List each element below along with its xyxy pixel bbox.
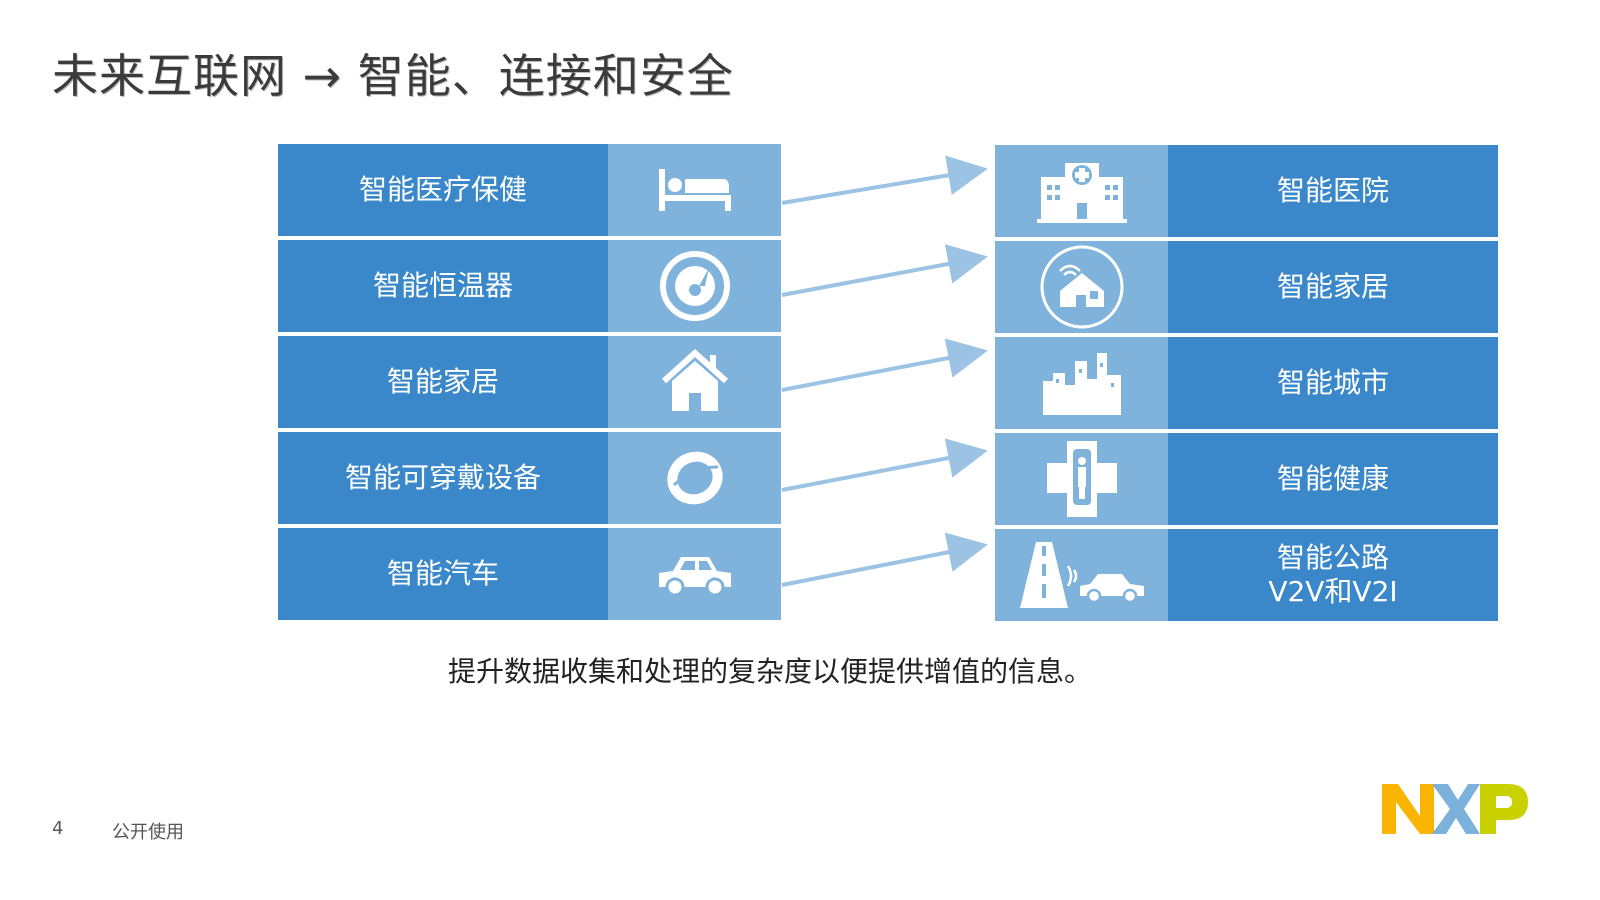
left-row-label: 智能医疗保健 bbox=[278, 144, 608, 236]
left-row-wearable: 智能可穿戴设备 bbox=[278, 432, 781, 524]
right-row-label-line1: 智能健康 bbox=[1276, 462, 1389, 495]
right-row-label: 智能公路 V2V和V2I bbox=[1168, 529, 1498, 621]
caption-text: 提升数据收集和处理的复杂度以便提供增值的信息。 bbox=[447, 655, 1092, 688]
right-row-label: 智能城市 bbox=[1168, 337, 1498, 429]
right-row-label-line1: 智能城市 bbox=[1276, 366, 1389, 399]
left-row-thermostat: 智能恒温器 bbox=[278, 240, 781, 332]
left-row-home: 智能家居 bbox=[278, 336, 781, 428]
page-number: 4 bbox=[52, 818, 64, 839]
right-row-health: 智能健康 bbox=[995, 433, 1498, 525]
city-skyline-icon bbox=[995, 337, 1168, 429]
wristband-icon bbox=[608, 432, 781, 524]
medical-cross-icon bbox=[995, 433, 1168, 525]
right-row-city: 智能城市 bbox=[995, 337, 1498, 429]
house-icon bbox=[608, 336, 781, 428]
left-row-label: 智能汽车 bbox=[278, 528, 608, 620]
highway-car-icon bbox=[995, 529, 1168, 621]
bed-icon bbox=[608, 144, 781, 236]
right-row-label-line1: 智能医院 bbox=[1276, 174, 1389, 207]
hospital-icon bbox=[995, 145, 1168, 237]
left-row-label: 智能可穿戴设备 bbox=[278, 432, 608, 524]
connected-home-icon bbox=[995, 241, 1168, 333]
left-row-healthcare: 智能医疗保健 bbox=[278, 144, 781, 236]
right-row-label-line2: V2V和V2I bbox=[1268, 575, 1398, 608]
right-row-label: 智能医院 bbox=[1168, 145, 1498, 237]
right-row-hospital: 智能医院 bbox=[995, 145, 1498, 237]
classification-label: 公开使用 bbox=[112, 822, 184, 843]
left-row-label: 智能恒温器 bbox=[278, 240, 608, 332]
right-row-label-line1: 智能家居 bbox=[1276, 270, 1389, 303]
right-row-highway: 智能公路 V2V和V2I bbox=[995, 529, 1498, 621]
page-title: 未来互联网 → 智能、连接和安全 bbox=[52, 49, 734, 103]
car-icon bbox=[608, 528, 781, 620]
right-row-label: 智能家居 bbox=[1168, 241, 1498, 333]
right-row-home: 智能家居 bbox=[995, 241, 1498, 333]
right-row-label-line1: 智能公路 bbox=[1276, 541, 1389, 574]
left-row-car: 智能汽车 bbox=[278, 528, 781, 620]
right-row-label: 智能健康 bbox=[1168, 433, 1498, 525]
left-row-label: 智能家居 bbox=[278, 336, 608, 428]
nxp-logo bbox=[1380, 780, 1530, 838]
thermostat-icon bbox=[608, 240, 781, 332]
